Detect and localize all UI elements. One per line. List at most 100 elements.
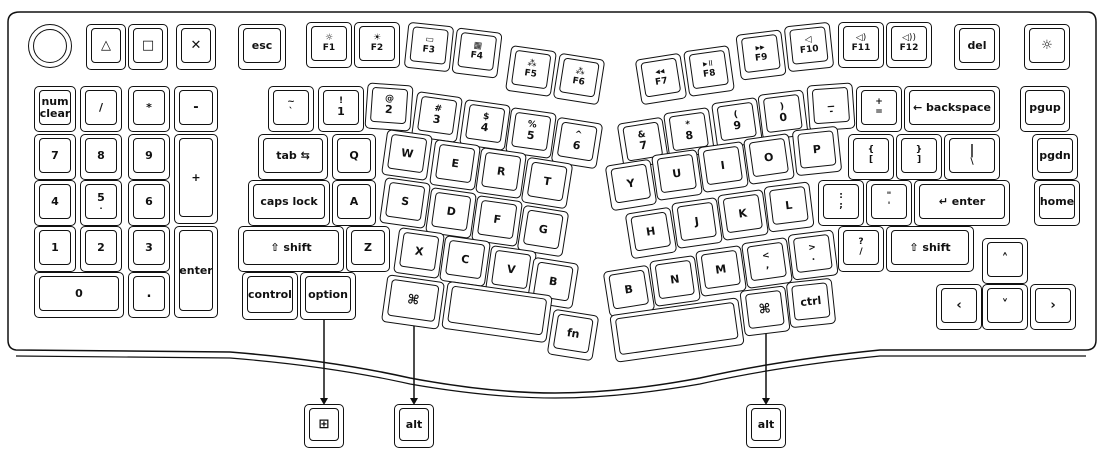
numpad-star-key[interactable]: * [128,86,170,132]
square-key[interactable]: □ [128,24,168,70]
semicolon-key[interactable]: :; [818,180,864,226]
numpad-8-key[interactable]: 8 [80,134,122,180]
f3-key[interactable]: ▭F3 [403,21,455,73]
esc-key[interactable]: esc [238,24,286,70]
l-key[interactable]: L [763,181,815,233]
left-command-key[interactable]: ⌘ [380,274,446,330]
a-key[interactable]: A [332,180,376,226]
up-arrow-key[interactable]: ˄ [982,238,1028,284]
h-key[interactable]: H [624,206,678,260]
right-command-key[interactable]: ⌘ [739,285,791,337]
numpad-5-key[interactable]: 5. [80,180,122,226]
o-key[interactable]: O [743,133,795,185]
slash-key[interactable]: ?/ [838,226,884,272]
1-key[interactable]: !1 [318,86,364,132]
f1-key[interactable]: ☼F1 [306,22,352,68]
pgdn-key[interactable]: pgdn [1032,134,1078,180]
home-label: home [1039,194,1075,208]
control-key[interactable]: control [242,272,298,320]
p-key[interactable]: P [791,125,843,177]
pgup-label: pgup [1029,100,1061,114]
numpad-4-key[interactable]: 4 [34,180,76,226]
home-key[interactable]: home [1034,180,1080,226]
volume-up-icon: ◁)) [902,33,916,44]
numpad-0-key[interactable]: 0 [34,272,124,318]
w-label: W [400,145,415,161]
numpad-minus-key[interactable]: - [174,86,218,132]
f2-key[interactable]: ☀F2 [354,22,400,68]
tilde-key[interactable]: ~` [268,86,314,132]
left-bracket-key[interactable]: {[ [848,134,894,180]
r-key[interactable]: R [475,147,527,199]
x-key[interactable]: X [393,227,445,279]
numpad-plus-key[interactable]: + [174,134,218,224]
down-arrow-key[interactable]: ˅ [982,284,1028,330]
enter-key[interactable]: ↵ enter [914,180,1010,226]
q-key[interactable]: Q [332,134,376,180]
option-key[interactable]: option [300,272,356,320]
f11-key[interactable]: ◁)F11 [838,22,884,68]
equal-label: = [875,106,883,117]
y-label: Y [625,176,636,191]
y-key[interactable]: Y [604,158,658,212]
numpad-3-key[interactable]: 3 [128,226,170,272]
del-key[interactable]: del [954,24,1000,70]
light-key[interactable]: ☼ [1024,24,1070,70]
numpad-enter-key[interactable]: enter [174,226,218,318]
numpad-9-key[interactable]: 9 [128,134,170,180]
numpad-slash-key[interactable]: / [80,86,122,132]
triangle-key[interactable]: △ [86,24,126,70]
f6-key[interactable]: ⁂F6 [552,52,606,106]
rotary-knob[interactable] [28,24,72,68]
s-key[interactable]: S [379,177,431,229]
k-key[interactable]: K [717,189,769,241]
numpad-5-label: 5 [97,190,105,204]
comma-key[interactable]: <, [741,237,793,289]
minus-key[interactable]: _- [806,82,856,132]
backspace-key[interactable]: ← backspace [904,86,1000,132]
m-key[interactable]: M [695,245,747,297]
numpad-dot-key[interactable]: . [128,272,170,318]
period-key[interactable]: >. [787,229,839,281]
numpad-7-key[interactable]: 7 [34,134,76,180]
2-key[interactable]: @2 [364,82,414,132]
t-key[interactable]: T [520,156,574,210]
cross-key[interactable]: ✕ [176,24,216,70]
n-key[interactable]: N [649,255,701,307]
numpad-2-key[interactable]: 2 [80,226,122,272]
f9-key[interactable]: ▸▸F9 [735,29,787,81]
square-icon: □ [141,37,155,53]
numpad-8-label: 8 [97,148,105,162]
right-bracket-key[interactable]: }] [896,134,942,180]
f7-key[interactable]: ◂◂F7 [634,52,688,106]
c-key[interactable]: C [439,235,491,287]
i-key[interactable]: I [697,141,749,193]
pgup-key[interactable]: pgup [1020,86,1070,132]
quote-key[interactable]: "' [866,180,912,226]
backslash-key[interactable]: |\ [944,134,1000,180]
z-key[interactable]: Z [346,226,390,272]
f12-key[interactable]: ◁))F12 [886,22,932,68]
right-shift-key[interactable]: ⇧ shift [886,226,974,272]
f8-key[interactable]: ▸॥F8 [683,45,735,97]
f5-key[interactable]: ⁂F5 [505,45,557,97]
ctrl-key[interactable]: ctrl [785,277,837,329]
w-key[interactable]: W [381,129,433,181]
f10-key[interactable]: ◁F10 [783,21,835,73]
fn-key[interactable]: fn [546,308,600,362]
left-arrow-key[interactable]: ‹ [936,284,982,330]
equal-key[interactable]: += [856,86,902,132]
left-shift-key[interactable]: ⇧ shift [238,226,344,272]
numpad-1-key[interactable]: 1 [34,226,76,272]
tab-key[interactable]: tab ⇆ [258,134,328,180]
j-key[interactable]: J [671,197,723,249]
caps-lock-key[interactable]: caps lock [248,180,330,226]
u-key[interactable]: U [651,149,703,201]
f4-key[interactable]: ▦F4 [451,27,503,79]
right-arrow-key[interactable]: › [1030,284,1076,330]
numpad-6-key[interactable]: 6 [128,180,170,226]
e-key[interactable]: E [429,139,481,191]
h-label: H [645,224,657,239]
